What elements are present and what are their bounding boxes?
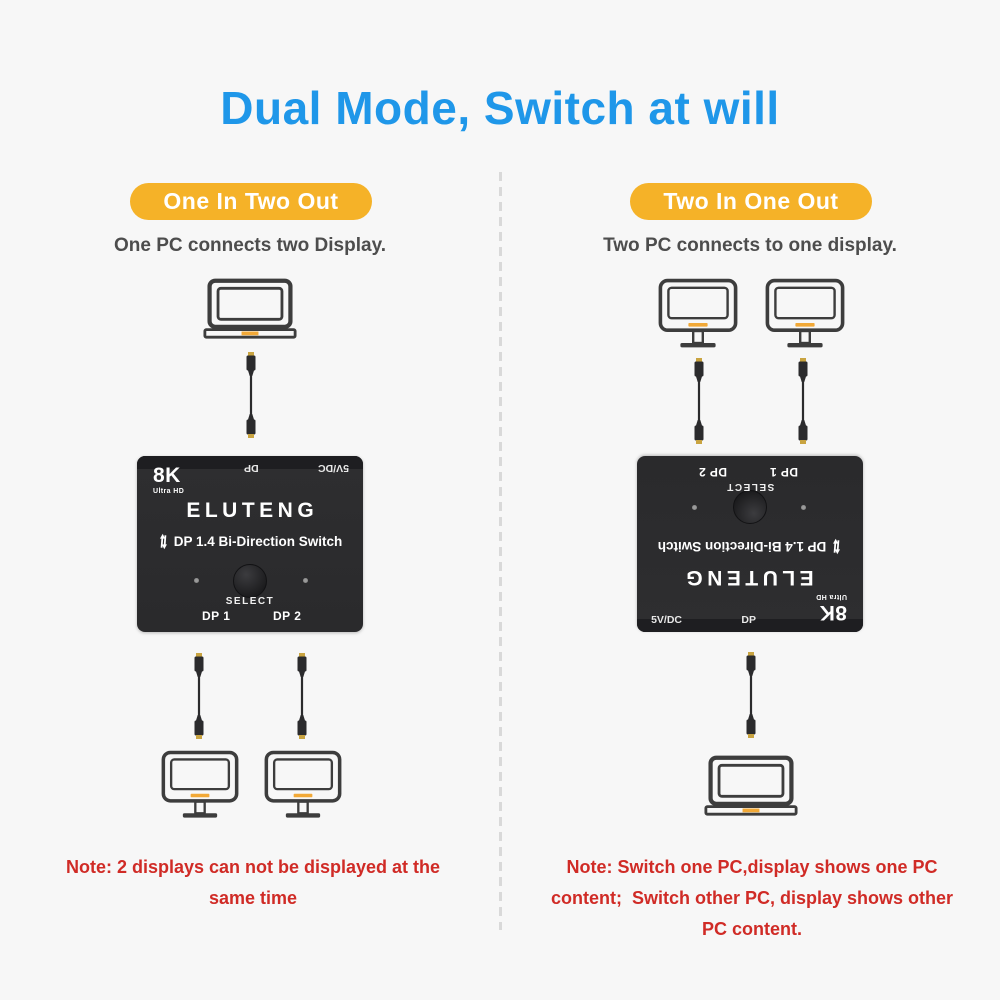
- badge-two-in-one-out: Two In One Out: [630, 183, 872, 220]
- device-top-edge: [137, 456, 363, 469]
- monitor-icon: [658, 278, 738, 350]
- dp-cable-icon: [246, 352, 256, 438]
- note-line: content; Switch other PC, display shows …: [550, 888, 954, 908]
- dp-cable-icon: [798, 358, 808, 444]
- note-line: PC content.: [701, 919, 802, 939]
- monitor-icon: [264, 750, 342, 820]
- dp2-port-label: DP 2: [273, 609, 302, 623]
- laptop-icon: [704, 755, 798, 816]
- bidirection-arrows-icon: [832, 538, 842, 555]
- bidirection-arrows-icon: [158, 533, 168, 550]
- divider-dashed-line: [499, 172, 502, 930]
- monitor-icon: [161, 750, 239, 820]
- dp-cable-icon: [694, 358, 704, 444]
- subtitle-two-in-one-out: Two PC connects to one display.: [603, 235, 897, 256]
- resolution-badge: 8K Ultra HD: [153, 465, 184, 495]
- subtitle-one-in-two-out: One PC connects two Display.: [113, 235, 387, 256]
- resolution-8k-label: 8K: [819, 601, 847, 624]
- led-indicator-2: [303, 578, 308, 583]
- select-button: [233, 564, 267, 598]
- note-line: Note: Switch one PC,display shows one PC: [566, 857, 938, 877]
- model-label-row: DP 1.4 Bi-Direction Switch: [137, 533, 363, 550]
- resolution-ultrahd-label: Ultra HD: [815, 593, 847, 600]
- dp-switch-device: 8K Ultra HD DP 5V/DC ELUTENG DP 1.4 Bi-D…: [137, 456, 363, 632]
- model-label: DP 1.4 Bi-Direction Switch: [657, 539, 827, 554]
- page-title: Dual Mode, Switch at will: [220, 81, 780, 134]
- resolution-badge: 8K Ultra HD: [815, 593, 847, 624]
- power-port-edge-label: 5V/DC: [651, 614, 682, 626]
- select-label: SELECT: [725, 481, 775, 492]
- note-one-in-two-out: Note: 2 displays can not be displayed at…: [23, 852, 483, 914]
- led-indicator-2: [692, 505, 697, 510]
- note-two-in-one-out: Note: Switch one PC,display shows one PC…: [522, 852, 982, 945]
- dp1-port-label: DP 1: [202, 609, 231, 623]
- select-button: [733, 490, 767, 524]
- dp1-port-label: DP 1: [769, 465, 798, 479]
- dp-switch-device-flipped: 8K Ultra HD DP 5V/DC ELUTENG DP 1.4 Bi-D…: [637, 456, 863, 632]
- brand-label: ELUTENG: [681, 566, 814, 589]
- led-indicator-1: [801, 505, 806, 510]
- note-line: Note: 2 displays can not be displayed at…: [65, 857, 441, 877]
- monitor-icon: [765, 278, 845, 350]
- dp-cable-icon: [194, 653, 204, 739]
- brand-label: ELUTENG: [186, 499, 319, 522]
- laptop-icon: [203, 278, 297, 339]
- select-label: SELECT: [225, 596, 275, 607]
- dp2-port-label: DP 2: [698, 465, 727, 479]
- power-port-edge-label: 5V/DC: [318, 462, 349, 474]
- led-indicator-1: [194, 578, 199, 583]
- dp-port-edge-label: DP: [244, 462, 259, 474]
- dp-cable-icon: [746, 652, 756, 738]
- note-line: same time: [208, 888, 298, 908]
- badge-one-in-two-out: One In Two Out: [130, 183, 372, 220]
- model-label-row: DP 1.4 Bi-Direction Switch: [637, 538, 863, 555]
- dp-cable-icon: [297, 653, 307, 739]
- resolution-8k-label: 8K: [153, 464, 181, 487]
- dp-port-edge-label: DP: [741, 614, 756, 626]
- model-label: DP 1.4 Bi-Direction Switch: [173, 534, 343, 549]
- resolution-ultrahd-label: Ultra HD: [153, 488, 185, 495]
